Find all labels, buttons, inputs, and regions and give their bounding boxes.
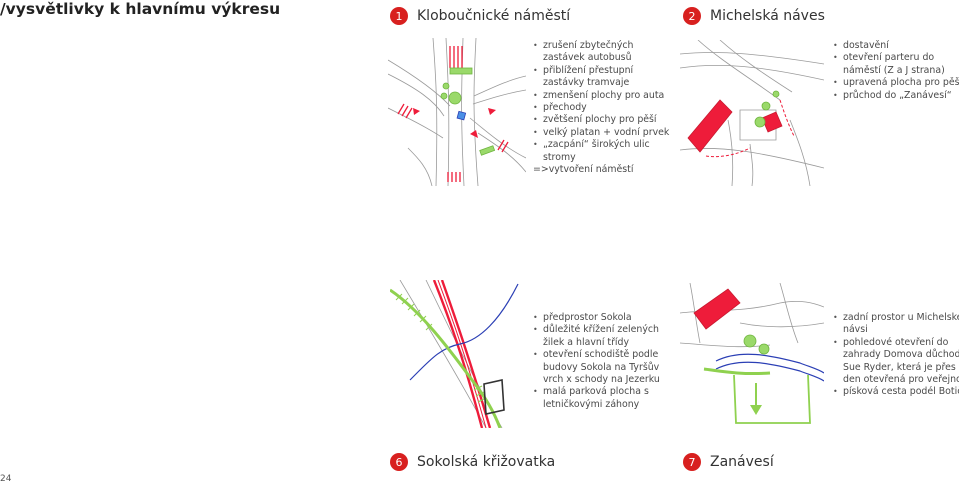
list-item: =>vytvoření náměstí — [533, 164, 634, 176]
list-item: zadní prostor u Michelské — [833, 312, 959, 325]
section-2-header: 2 Michelská náves — [683, 7, 825, 25]
section-2-sketch — [680, 40, 824, 186]
section-7-title: Zanávesí — [710, 454, 774, 470]
list-item: průchod do „Zanávesí“ — [833, 90, 959, 103]
list-item: náměstí (Z a J strana) — [843, 64, 945, 76]
list-item: letničkovými záhony — [543, 398, 640, 410]
list-item: zastávek autobusů — [543, 52, 632, 64]
section-7-list: zadní prostor u Michelské návsi pohledov… — [833, 312, 959, 399]
list-item: Sue Ryder, která je přes — [843, 361, 956, 373]
list-item: budovy Sokola na Tyršův — [543, 361, 660, 373]
section-7-header: 7 Zanávesí — [683, 453, 774, 471]
section-7-number-badge: 7 — [683, 453, 701, 471]
list-item: zahrady Domova důchodců — [843, 349, 959, 361]
page-number: 24 — [0, 474, 12, 484]
list-item: zastávky tramvaje — [543, 77, 630, 89]
list-item: předprostor Sokola — [533, 312, 660, 325]
list-item: upravená plocha pro pěší — [833, 77, 959, 90]
list-item: zmenšení plochy pro auta — [533, 90, 669, 103]
list-item: stromy — [543, 151, 576, 163]
section-2-list: dostavění otevření parteru do náměstí (Z… — [833, 40, 959, 102]
list-item: malá parková plocha s — [533, 386, 660, 399]
section-6-sketch — [390, 280, 519, 428]
section-2-title: Michelská náves — [710, 8, 825, 24]
list-item: důležité křížení zelených — [533, 324, 660, 337]
section-7-sketch — [680, 283, 824, 424]
list-item: zvětšení plochy pro pěší — [533, 114, 669, 127]
list-item: otevření schodiště podle — [533, 349, 660, 362]
list-item: přechody — [533, 102, 669, 115]
page-title: /vysvětlivky k hlavnímu výkresu — [0, 0, 281, 18]
section-2-number-badge: 2 — [683, 7, 701, 25]
section-1-number-badge: 1 — [390, 7, 408, 25]
list-item: pohledové otevření do — [833, 337, 959, 350]
section-6-title: Sokolská křižovatka — [417, 454, 556, 470]
section-6-list: předprostor Sokola důležité křížení zele… — [533, 312, 660, 411]
section-1-list: zrušení zbytečných zastávek autobusů při… — [533, 40, 669, 176]
list-item: písková cesta podél Botiče — [833, 386, 959, 399]
list-item: otevření parteru do — [833, 52, 959, 65]
section-1-header: 1 Kloboučnické náměstí — [390, 7, 570, 25]
list-item: zrušení zbytečných — [533, 40, 669, 53]
list-item: dostavění — [833, 40, 959, 53]
section-1-title: Kloboučnické náměstí — [417, 8, 571, 24]
list-item: den otevřená pro veřejnost — [843, 374, 959, 386]
list-item: vrch x schody na Jezerku — [543, 374, 660, 386]
list-item: velký platan + vodní prvek — [533, 127, 669, 140]
section-1-sketch — [388, 38, 526, 186]
list-item: návsi — [843, 324, 868, 336]
list-item: žilek a hlavní třídy — [543, 336, 630, 348]
section-6-number-badge: 6 — [390, 453, 408, 471]
section-6-header: 6 Sokolská křižovatka — [390, 453, 555, 471]
list-item: „zacpání“ širokých ulic — [533, 139, 669, 152]
list-item: přiblížení přestupní — [533, 65, 669, 78]
